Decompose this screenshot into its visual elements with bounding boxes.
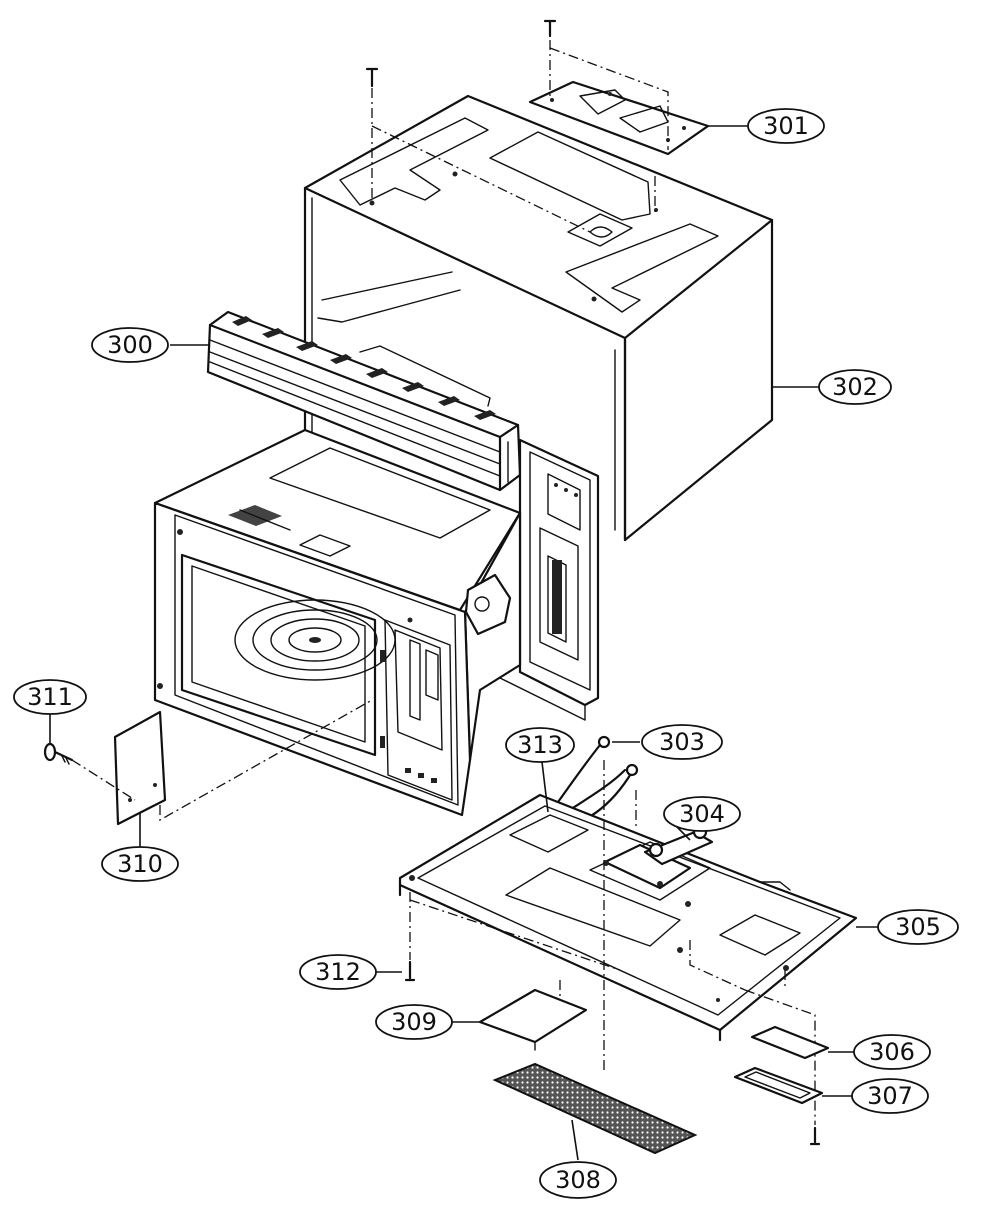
lamp-cover-screw (809, 1126, 821, 1146)
callout-305: 305 (877, 909, 959, 945)
callout-307: 307 (851, 1078, 929, 1114)
callout-label: 305 (895, 913, 941, 941)
callout-label: 300 (107, 331, 153, 359)
mounting-screw-311 (43, 742, 74, 765)
callout-label: 302 (832, 373, 878, 401)
callout-label: 308 (555, 1166, 601, 1194)
callout-301: 301 (747, 108, 825, 144)
callout-label: 311 (27, 683, 73, 711)
callout-label: 303 (659, 728, 705, 756)
callout-303: 303 (641, 724, 723, 760)
callout-label: 312 (315, 958, 361, 986)
top-screw-right (543, 19, 557, 38)
callout-310: 310 (101, 846, 179, 882)
cover-alignment-lines (71, 699, 373, 822)
callout-label: 306 (869, 1038, 915, 1066)
callout-313: 313 (505, 727, 575, 763)
callout-label: 301 (763, 112, 809, 140)
base-screw-312 (404, 960, 416, 982)
callout-label: 307 (867, 1082, 913, 1110)
callout-label: 309 (391, 1008, 437, 1036)
lamp-cover (733, 1066, 824, 1105)
back-panel (499, 438, 600, 721)
callout-309: 309 (375, 1004, 453, 1040)
outer-case (303, 94, 774, 542)
grease-filter-mesh (492, 1062, 698, 1155)
lamp-lens (750, 1025, 830, 1060)
base-alignment-lines (409, 760, 816, 1125)
callout-label: 304 (679, 800, 725, 828)
callout-label: 310 (117, 850, 163, 878)
callout-312: 312 (299, 954, 377, 990)
top-screw-left (365, 67, 379, 88)
callout-300: 300 (91, 327, 169, 363)
callout-311: 311 (13, 679, 87, 715)
waveguide-cover (113, 710, 167, 826)
top-alignment-lines (371, 40, 669, 233)
callout-302: 302 (818, 369, 892, 405)
oven-cavity (153, 428, 522, 817)
callout-304: 304 (663, 796, 741, 832)
base-plate (398, 793, 858, 1042)
callout-306: 306 (853, 1034, 931, 1070)
charcoal-filter (478, 988, 588, 1051)
callout-308: 308 (539, 1161, 617, 1199)
callout-label: 313 (517, 731, 563, 759)
